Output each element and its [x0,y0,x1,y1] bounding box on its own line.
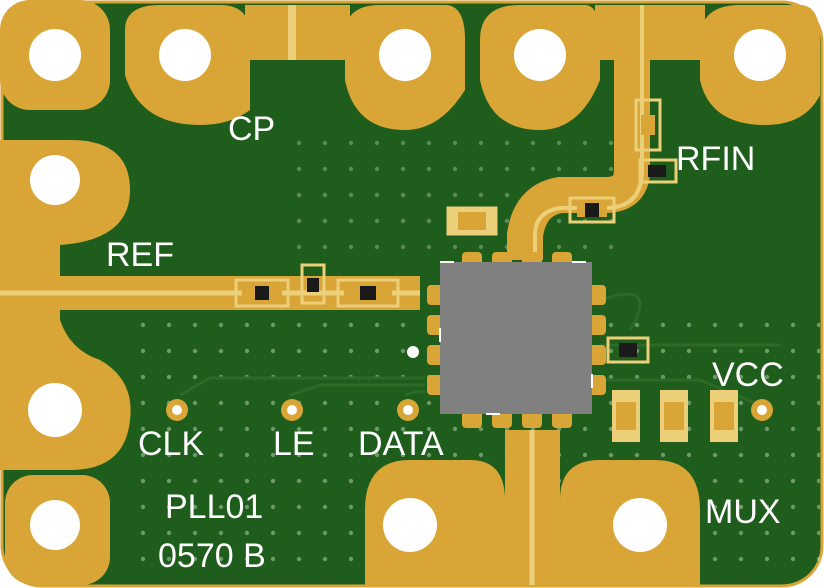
label-vcc: VCC [712,356,784,394]
le-test-point [281,399,303,421]
ref-resistor-2 [336,278,400,308]
ref-resistor-1 [234,278,290,308]
mux-pad-left [365,460,505,585]
cp-pad-right [345,5,465,130]
label-clk: CLK [138,425,204,463]
pin1-marker [407,346,419,358]
rfin-trace [507,5,650,260]
rfin-resistor [568,196,616,224]
clk-test-point [166,399,188,421]
vcc-test-point [751,399,773,421]
label-data: DATA [358,425,444,463]
label-le: LE [273,425,315,463]
cp-pad-left [125,5,250,125]
label-cp: CP [228,110,275,148]
rfin-capacitor-vertical [634,98,662,152]
label-revision: 0570 B [158,537,266,575]
top-capacitor [446,206,498,236]
bottom-left-pad [5,475,110,585]
data-test-point [397,399,419,421]
vcc-cap-1 [612,390,640,442]
rfin-shunt [638,158,678,184]
label-rfin: RFIN [676,140,755,178]
label-mux: MUX [705,493,781,531]
inner-traces [179,292,780,407]
right-capacitor-small [606,336,650,364]
ref-pad-bottom [0,320,131,470]
pll-chip [439,261,593,415]
rfin-pad-right [700,5,820,125]
vcc-cap-2 [660,390,688,442]
ref-capacitor [300,263,326,305]
label-board-name: PLL01 [165,488,263,526]
top-left-pad [0,0,110,110]
vcc-cap-3 [710,390,738,442]
mux-pad-right [560,460,700,585]
rfin-pad-left [480,5,600,130]
label-ref: REF [106,236,174,274]
ref-pad-top [0,140,130,245]
